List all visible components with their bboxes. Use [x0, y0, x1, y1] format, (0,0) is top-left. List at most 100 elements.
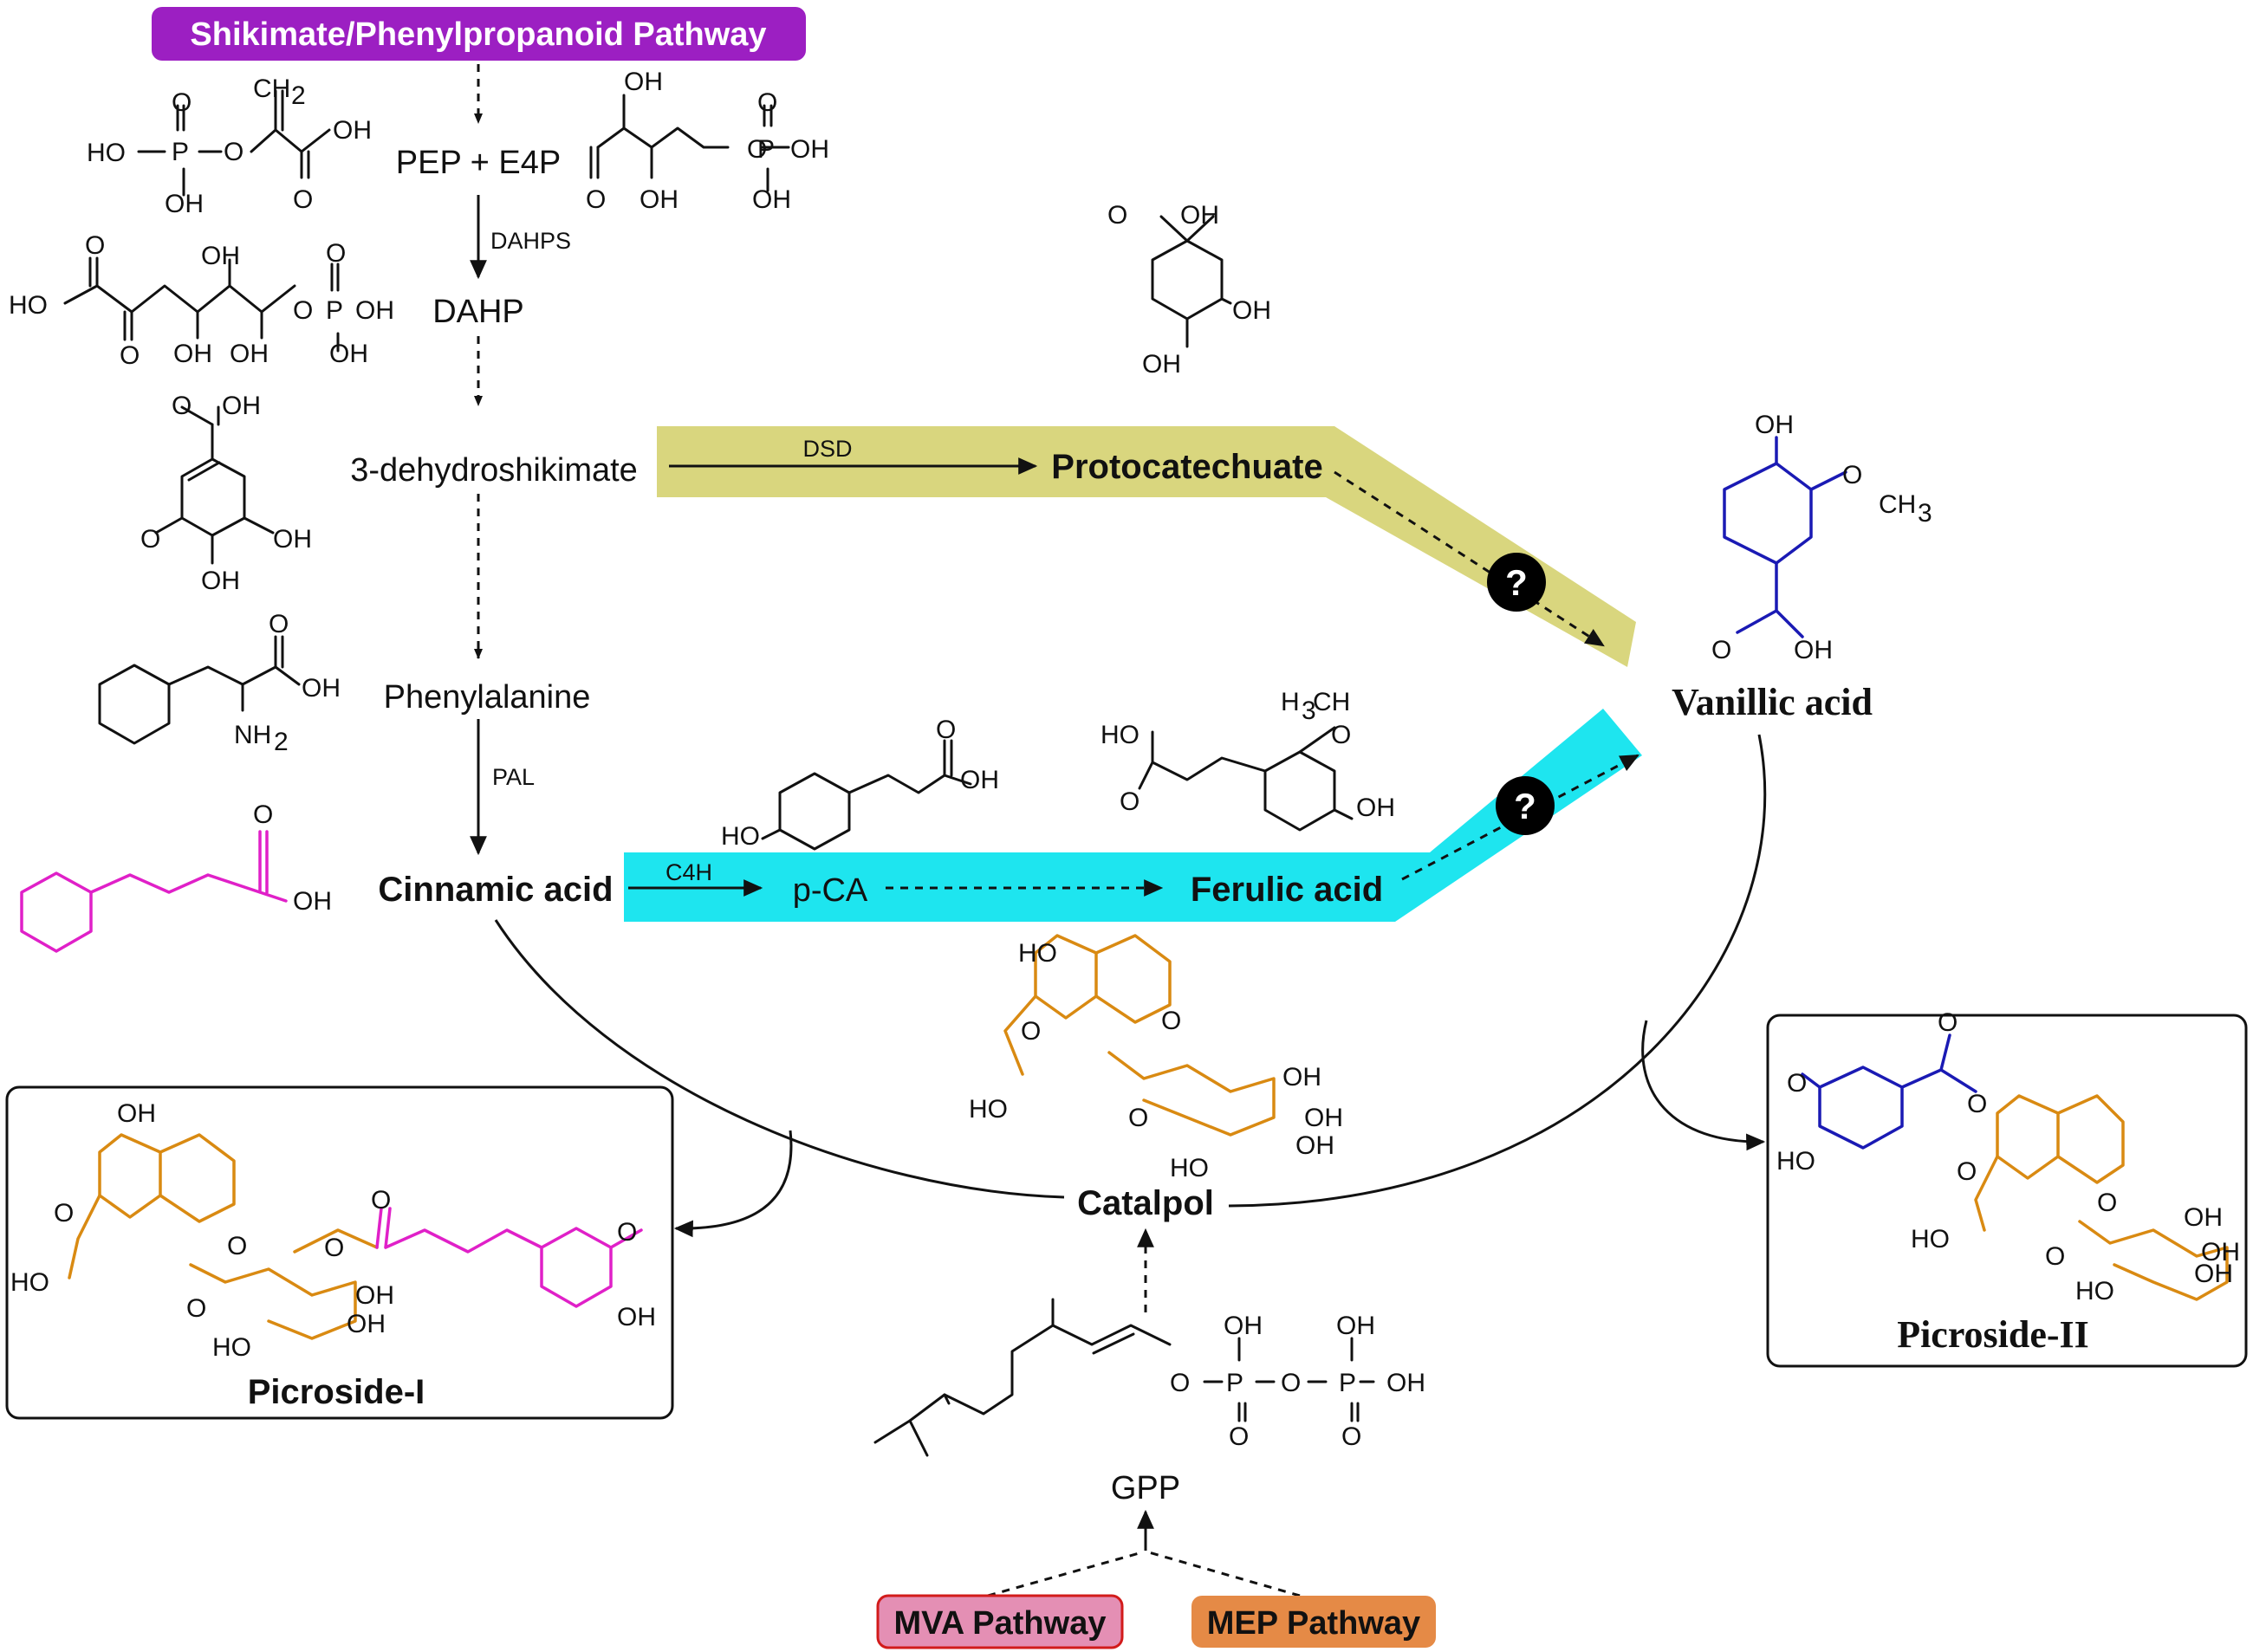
svg-text:OH: OH: [222, 392, 261, 420]
svg-text:OH: OH: [355, 1281, 394, 1310]
svg-text:OH: OH: [201, 242, 240, 270]
svg-text:O: O: [227, 1232, 247, 1260]
svg-text:CH: CH: [253, 75, 290, 103]
svg-text:OH: OH: [1295, 1131, 1334, 1160]
structure-dahp: HO O O OH OH OH O P O OH OH: [9, 231, 394, 370]
dsd-band: [657, 426, 1636, 667]
structure-pep: HO P O OH O CH 2 OH O: [87, 75, 372, 218]
svg-text:O: O: [1161, 1007, 1181, 1035]
label-catalpol: Catalpol: [1077, 1184, 1214, 1222]
svg-text:3: 3: [1918, 499, 1932, 528]
label-phenylalanine: Phenylalanine: [384, 679, 591, 716]
svg-text:OH: OH: [302, 674, 341, 703]
label-protocatechuate: Protocatechuate: [1051, 448, 1322, 486]
svg-text:O: O: [1967, 1090, 1987, 1118]
label-dahp: DAHP: [432, 294, 524, 330]
svg-text:O: O: [1957, 1157, 1977, 1186]
svg-text:O: O: [186, 1294, 206, 1323]
svg-text:?: ?: [1514, 786, 1536, 826]
svg-text:OH: OH: [624, 68, 663, 96]
svg-text:O: O: [293, 185, 313, 214]
structure-cinnamic-acid: O OH: [20, 800, 332, 953]
svg-text:O: O: [2045, 1242, 2065, 1271]
label-3-dehydroshikimate: 3-dehydroshikimate: [350, 452, 638, 489]
svg-text:OH: OH: [1304, 1104, 1343, 1132]
svg-text:O: O: [1281, 1369, 1301, 1397]
svg-text:HO: HO: [212, 1333, 251, 1362]
svg-text:OH: OH: [960, 766, 999, 794]
structure-phenylalanine: O OH NH 2: [98, 610, 341, 756]
svg-text:O: O: [85, 231, 105, 260]
svg-text:OH: OH: [640, 185, 678, 214]
mep-pathway-pill: MEP Pathway: [1191, 1596, 1436, 1648]
svg-text:?: ?: [1505, 562, 1528, 603]
svg-text:CH: CH: [1313, 688, 1350, 716]
svg-text:OH: OH: [1755, 411, 1794, 439]
svg-text:2: 2: [274, 728, 289, 756]
label-vanillic-acid: Vanillic acid: [1672, 681, 1873, 723]
picroside-2-box: [1766, 1014, 2248, 1368]
arrow-protocatechuate-to-vanillic: [1334, 470, 1605, 647]
svg-text:OH: OH: [347, 1310, 386, 1338]
svg-text:OH: OH: [1356, 794, 1395, 822]
label-cinnamic-acid: Cinnamic acid: [378, 871, 613, 909]
svg-text:P: P: [1226, 1369, 1243, 1397]
mep-pill-background: [1191, 1596, 1436, 1648]
svg-text:OH: OH: [173, 340, 212, 368]
svg-text:O: O: [326, 239, 346, 268]
svg-text:HO: HO: [1170, 1154, 1209, 1182]
svg-text:OH: OH: [1794, 636, 1833, 664]
svg-text:OH: OH: [1282, 1063, 1321, 1092]
dash-mep-to-gpp: [1148, 1551, 1301, 1597]
unknown-step-badge-lower: ?: [1496, 776, 1555, 835]
mep-pill-label: MEP Pathway: [1207, 1605, 1420, 1642]
unknown-step-badge-upper: ?: [1487, 553, 1546, 612]
curve-to-picroside-1: [673, 1130, 793, 1238]
svg-text:O: O: [1938, 1008, 1958, 1037]
svg-text:NH: NH: [234, 721, 271, 749]
svg-text:OH: OH: [165, 190, 204, 218]
structure-p-coumaric-acid: O OH HO: [721, 716, 999, 851]
svg-text:O: O: [324, 1234, 344, 1262]
label-pep-e4p: PEP + E4P: [396, 145, 561, 181]
label-gpp: GPP: [1111, 1470, 1180, 1506]
svg-text:O: O: [172, 88, 192, 117]
mva-pathway-pill: MVA Pathway: [876, 1594, 1124, 1649]
svg-text:OH: OH: [333, 116, 372, 145]
svg-text:CH: CH: [1879, 490, 1916, 519]
svg-text:OH: OH: [1336, 1312, 1375, 1340]
svg-text:OH: OH: [230, 340, 269, 368]
enzyme-pal: PAL: [492, 764, 535, 790]
picroside-1-box: [5, 1085, 674, 1420]
structure-3-dehydroshikimate: O OH O OH OH: [140, 392, 312, 595]
enzyme-c4h: C4H: [666, 859, 712, 885]
svg-text:HO: HO: [2075, 1277, 2114, 1305]
svg-text:O: O: [224, 138, 243, 166]
svg-text:O: O: [1711, 636, 1731, 664]
svg-text:O: O: [1341, 1422, 1361, 1451]
svg-text:HO: HO: [1101, 721, 1139, 749]
svg-text:O: O: [371, 1186, 391, 1215]
structure-gpp: O P OH O O P OH O OH: [873, 1298, 1425, 1457]
label-picroside-2: Picroside-II: [1897, 1313, 2089, 1356]
svg-text:2: 2: [291, 81, 306, 110]
svg-text:O: O: [2097, 1189, 2117, 1217]
svg-text:OH: OH: [1224, 1312, 1263, 1340]
svg-text:O: O: [1128, 1104, 1148, 1132]
svg-text:OH: OH: [1386, 1369, 1425, 1397]
svg-text:OH: OH: [2184, 1203, 2223, 1232]
svg-text:P: P: [1339, 1369, 1356, 1397]
svg-text:O: O: [1842, 461, 1862, 489]
svg-text:HO: HO: [9, 291, 48, 320]
svg-text:O: O: [140, 525, 160, 554]
curve-to-picroside-2: [1641, 1020, 1766, 1151]
mva-pill-background: [876, 1594, 1124, 1649]
svg-text:HO: HO: [1018, 939, 1057, 968]
svg-text:O: O: [54, 1199, 74, 1228]
banner-background: [152, 7, 806, 61]
label-picroside-1: Picroside-I: [248, 1373, 425, 1411]
shikimate-pathway-banner: Shikimate/Phenylpropanoid Pathway: [152, 7, 806, 61]
structure-ferulic-acid: HO O H 3 CH O OH: [1101, 688, 1395, 832]
svg-text:O: O: [1787, 1069, 1807, 1098]
